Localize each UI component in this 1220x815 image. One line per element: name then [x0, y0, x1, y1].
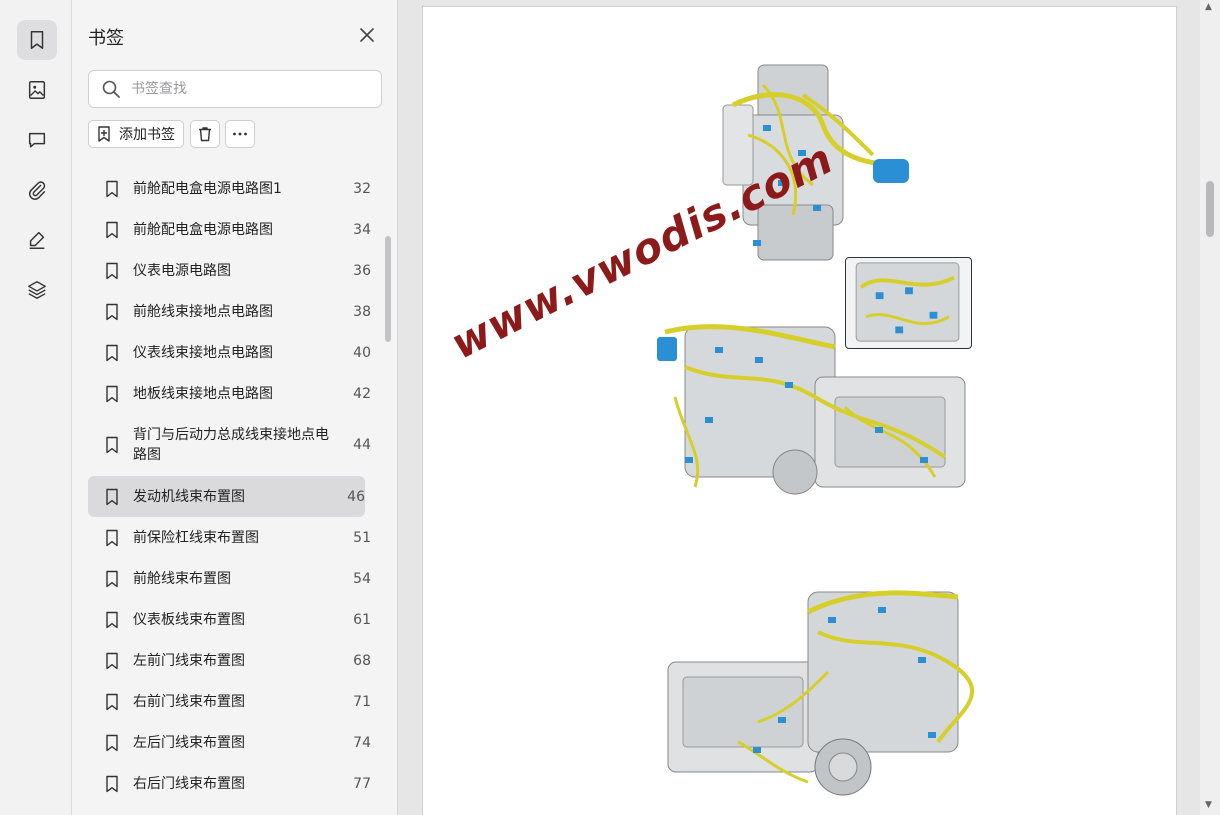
bookmark-item[interactable]: 前舱配电盒电源电路图 34 [88, 209, 378, 250]
bookmark-label: 前舱配电盒电源电路图 [133, 221, 273, 238]
add-bookmark-label: 添加书签 [119, 127, 175, 143]
engine-harness-figure-middle [645, 307, 975, 517]
bookmark-page-number: 46 [347, 488, 365, 505]
bookmark-icon [106, 734, 118, 751]
bookmark-label: 前保险杠线束布置图 [133, 529, 259, 546]
bookmark-label: 仪表电源电路图 [133, 262, 231, 279]
bookmark-icon [106, 385, 118, 402]
bookmark-icon [106, 570, 118, 587]
bookmark-icon [106, 344, 118, 361]
bookmark-label: 地板线束接地点电路图 [133, 385, 273, 402]
add-bookmark-button[interactable]: 添加书签 [88, 120, 184, 148]
bookmark-icon [30, 31, 44, 49]
comment-icon [28, 132, 46, 148]
layers-icon [28, 281, 46, 299]
trash-icon [199, 127, 211, 142]
bookmark-page-number: 44 [353, 437, 371, 453]
bookmark-item[interactable]: 前舱线束布置图 54 [88, 558, 378, 599]
bookmark-label: 左后门线束布置图 [133, 734, 245, 751]
bookmark-label: 前舱配电盒电源电路图1 [133, 180, 282, 197]
bookmark-label: 右前门线束布置图 [133, 693, 245, 710]
bookmark-label: 发动机线束布置图 [133, 488, 245, 505]
document-viewer: www.vwodis.com ▲ ▼ [398, 0, 1220, 815]
bookmark-item[interactable]: 前保险杠线束布置图 51 [88, 517, 378, 558]
bookmark-page-number: 51 [353, 529, 371, 546]
bookmark-search-input[interactable] [131, 81, 361, 97]
panel-title: 书签 [88, 28, 124, 49]
bookmark-icon [106, 180, 118, 197]
signature-pen-icon [29, 231, 45, 249]
bookmark-icon [106, 611, 118, 628]
scroll-up-arrow-icon[interactable]: ▲ [1205, 2, 1212, 12]
bookmark-list-scrollbar[interactable] [385, 236, 391, 342]
more-options-button[interactable] [225, 120, 255, 148]
bookmark-icon [106, 303, 118, 320]
bookmark-item[interactable]: 右后门线束布置图 77 [88, 763, 378, 804]
bookmark-item[interactable]: 前舱线束接地点电路图 38 [88, 291, 378, 332]
engine-harness-figure-top [703, 55, 933, 270]
bookmark-icon [106, 693, 118, 710]
close-panel-button[interactable] [356, 24, 378, 46]
engine-harness-figure-bottom [658, 572, 978, 802]
search-icon [102, 80, 120, 98]
close-icon [360, 28, 374, 42]
bookmark-label: 背门与后动力总成线束接地点电路图 [133, 427, 329, 463]
bookmark-page-number: 34 [353, 221, 371, 238]
bookmark-icon [106, 436, 118, 454]
delete-bookmark-button[interactable] [190, 120, 220, 148]
bookmark-label: 前舱线束接地点电路图 [133, 303, 273, 320]
bookmark-icon [106, 652, 118, 669]
left-tool-rail [0, 0, 72, 815]
bookmark-item[interactable]: 地板线束接地点电路图 42 [88, 373, 378, 414]
thumbnail-panel-button[interactable] [17, 70, 57, 110]
bookmark-item[interactable]: 仪表电源电路图 36 [88, 250, 378, 291]
document-scrollbar[interactable]: ▲ ▼ [1200, 0, 1220, 815]
bookmark-search-box[interactable] [88, 70, 382, 108]
bookmark-item[interactable]: 前舱配电盒电源电路图1 32 [88, 168, 378, 209]
bookmark-item[interactable]: 仪表线束接地点电路图 40 [88, 332, 378, 373]
bookmark-item[interactable]: 仪表板线束布置图 61 [88, 599, 378, 640]
bookmark-icon [106, 221, 118, 238]
image-thumbnail-icon [28, 81, 46, 99]
comment-panel-button[interactable] [17, 120, 57, 160]
more-dots-icon [233, 132, 247, 136]
layers-panel-button[interactable] [17, 270, 57, 310]
attachment-panel-button[interactable] [17, 170, 57, 210]
bookmark-page-number: 40 [353, 344, 371, 361]
bookmark-icon [106, 529, 118, 546]
bookmark-item[interactable]: 背门与后动力总成线束接地点电路图 44 [88, 414, 378, 476]
bookmark-page-number: 42 [353, 385, 371, 402]
bookmark-item[interactable]: 左后门线束布置图 74 [88, 722, 378, 763]
bookmark-label: 前舱线束布置图 [133, 570, 231, 587]
bookmark-page-number: 36 [353, 262, 371, 279]
bookmark-page-number: 32 [353, 180, 371, 197]
bookmark-page-number: 77 [353, 775, 371, 792]
bookmark-label: 仪表板线束布置图 [133, 611, 245, 628]
scroll-down-arrow-icon[interactable]: ▼ [1205, 800, 1212, 810]
bookmark-page-number: 54 [353, 570, 371, 587]
bookmark-icon [106, 262, 118, 279]
bookmark-page-number: 68 [353, 652, 371, 669]
bookmark-panel: 书签 添加书签 前舱配电盒电源电路图1 32 前舱配电盒电源电路图 34 仪表电源电路图… [72, 0, 398, 815]
bookmark-item[interactable]: 发动机线束布置图 46 [88, 476, 365, 517]
bookmark-label: 左前门线束布置图 [133, 652, 245, 669]
bookmark-icon [106, 775, 118, 792]
paperclip-icon [28, 181, 46, 200]
bookmark-item[interactable]: 左前门线束布置图 68 [88, 640, 378, 681]
document-page: www.vwodis.com [422, 6, 1177, 815]
bookmark-item[interactable]: 右前门线束布置图 71 [88, 681, 378, 722]
bookmark-label: 仪表线束接地点电路图 [133, 344, 273, 361]
bookmark-list: 前舱配电盒电源电路图1 32 前舱配电盒电源电路图 34 仪表电源电路图 36 前舱线束接地… [88, 168, 378, 804]
bookmark-label: 右后门线束布置图 [133, 775, 245, 792]
add-bookmark-icon [98, 126, 110, 142]
bookmark-page-number: 74 [353, 734, 371, 751]
signature-panel-button[interactable] [17, 220, 57, 260]
document-scrollbar-thumb[interactable] [1206, 181, 1214, 237]
bookmark-icon [106, 488, 118, 505]
bookmark-page-number: 38 [353, 303, 371, 320]
bookmark-page-number: 71 [353, 693, 371, 710]
bookmark-page-number: 61 [353, 611, 371, 628]
bookmark-panel-button[interactable] [17, 20, 57, 60]
engine-detail-inset [845, 257, 972, 349]
